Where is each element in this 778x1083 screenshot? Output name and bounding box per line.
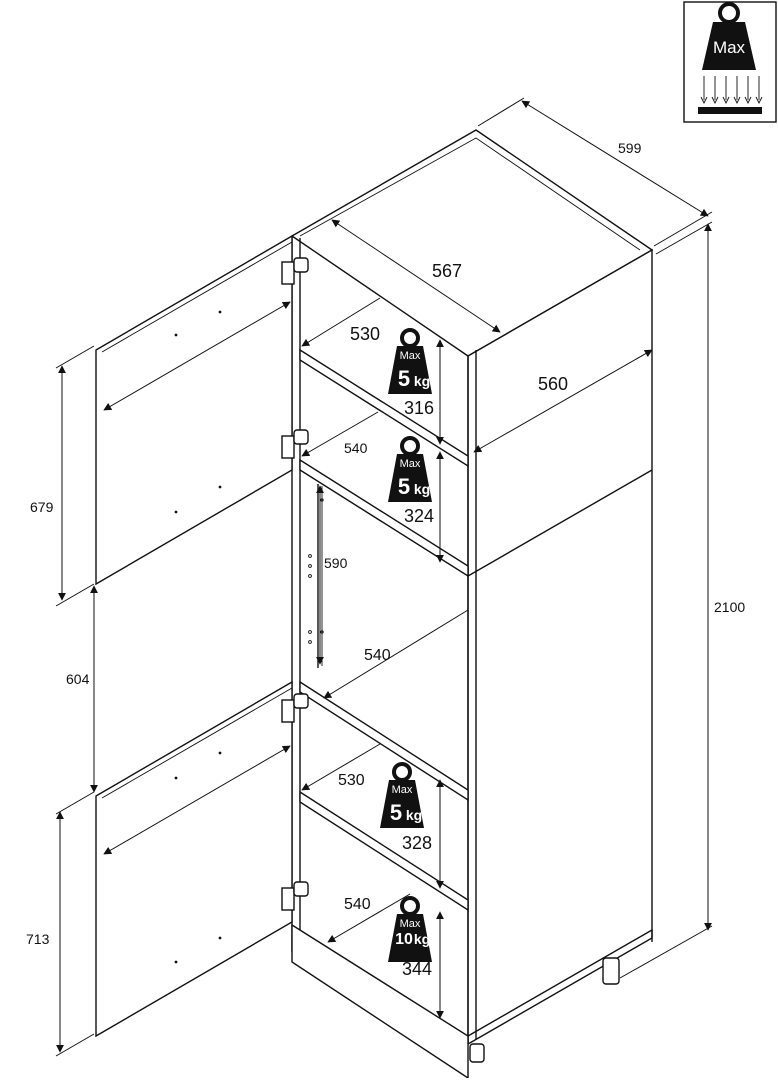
dim-shelf-2-depth: 540 [344, 440, 368, 456]
dim-total-height: 2100 [714, 599, 745, 615]
upper-door [95, 234, 293, 586]
weight-limit-icon: Max 5 kg [388, 436, 432, 502]
max-load-icon: Max [698, 2, 763, 114]
dim-inner-back-height: 590 [324, 555, 348, 571]
dim-upper-door-height: 679 [30, 499, 54, 515]
cabinet-body [290, 129, 654, 1080]
svg-text:Max: Max [400, 458, 421, 470]
svg-text:10: 10 [395, 931, 413, 948]
legend-box: Max [683, 1, 777, 123]
svg-text:kg: kg [414, 481, 430, 497]
svg-text:Max: Max [400, 918, 421, 930]
dim-side-depth: 560 [538, 374, 568, 394]
dim-shelf-3-depth: 530 [338, 772, 365, 789]
dim-shelf-4-depth: 540 [344, 896, 371, 913]
svg-text:kg: kg [414, 373, 430, 389]
dim-shelf-1-depth: 530 [350, 324, 380, 344]
weight-limit-icon: Max 10 kg [388, 896, 432, 962]
svg-text:5: 5 [398, 474, 410, 499]
dim-middle-shelf-depth: 540 [364, 647, 391, 664]
dim-lower-door-height: 713 [26, 931, 50, 947]
lower-door [95, 680, 293, 1038]
weight-limit-icon: Max 5 kg [380, 762, 424, 828]
dim-shelf-1-clearance: 316 [404, 398, 434, 418]
weight-limit-icon: Max 5 kg [388, 328, 432, 394]
dim-shelf-4-clearance: 344 [402, 959, 432, 979]
svg-text:kg: kg [414, 931, 430, 947]
dimension-lines [55, 97, 713, 1057]
dim-middle-gap-height: 604 [66, 671, 90, 687]
dim-shelf-3-clearance: 328 [402, 833, 432, 853]
svg-text:kg: kg [406, 807, 422, 823]
svg-text:5: 5 [390, 800, 402, 825]
svg-text:Max: Max [400, 350, 421, 362]
svg-text:Max: Max [392, 784, 413, 796]
hinge-icon [281, 257, 309, 911]
svg-text:5: 5 [398, 366, 410, 391]
dim-top-inner-depth: 567 [432, 261, 462, 281]
dim-depth-outer: 599 [618, 140, 642, 156]
shelf-pin-holes [308, 498, 324, 644]
legend-max-text: Max [713, 38, 746, 57]
dim-shelf-2-clearance: 324 [404, 506, 434, 526]
